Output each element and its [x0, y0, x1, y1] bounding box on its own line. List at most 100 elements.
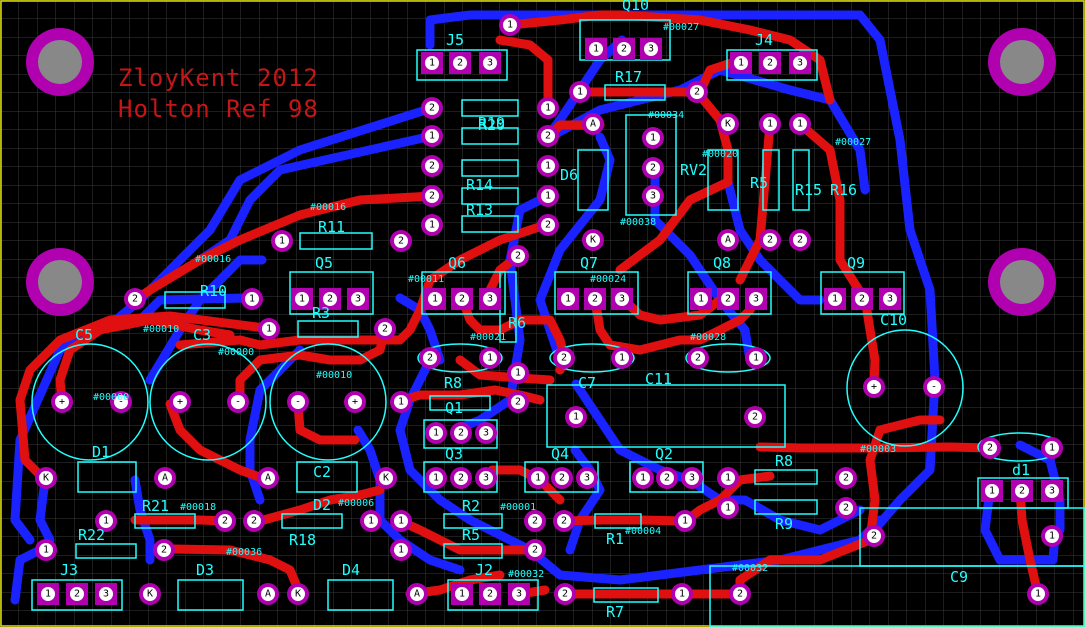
net-label: #00011	[408, 274, 444, 285]
pad-drill	[394, 234, 408, 248]
component-label: Q8	[713, 254, 731, 272]
component-label: R8	[444, 374, 462, 392]
pad: 1	[611, 347, 633, 369]
pad-label: A	[590, 119, 596, 130]
pad: 2	[835, 467, 857, 489]
pad-label: 2	[532, 516, 538, 527]
pad: 1	[717, 467, 739, 489]
net-label: #00010	[316, 370, 352, 381]
pad: -	[923, 376, 945, 398]
pad-label: 2	[664, 473, 670, 484]
pad-drill	[378, 322, 392, 336]
pad-label: 3	[483, 428, 489, 439]
net-label: #00032	[508, 569, 544, 580]
pad: 2	[507, 245, 529, 267]
pad-label: 1	[753, 353, 759, 364]
pad: 1	[35, 539, 57, 561]
pad-drill	[425, 189, 439, 203]
pad: 2	[450, 422, 472, 444]
pad-drill	[586, 117, 600, 131]
pad-drill	[721, 292, 735, 306]
pad-drill	[839, 501, 853, 515]
pad: 1	[507, 362, 529, 384]
pad-label: 2	[987, 443, 993, 454]
pad: 2	[613, 38, 635, 60]
pad-drill	[394, 514, 408, 528]
pad: 1	[557, 288, 579, 310]
pad-drill	[429, 471, 443, 485]
pad: 1	[241, 288, 263, 310]
pad: 1	[759, 113, 781, 135]
pad-drill	[678, 514, 692, 528]
pad-label: 1	[429, 220, 435, 231]
pad: 1	[537, 155, 559, 177]
pad-label: 3	[355, 294, 361, 305]
pad: A	[257, 467, 279, 489]
pad-label: 1	[433, 428, 439, 439]
pad: 3	[95, 583, 117, 605]
pad-drill	[261, 471, 275, 485]
component-label: Q2	[655, 445, 673, 463]
pad: 2	[419, 347, 441, 369]
net-label: #00004	[625, 526, 661, 537]
net-label: #00003	[860, 444, 896, 455]
component-label: Q10	[622, 0, 649, 14]
pad-label: +	[352, 397, 358, 408]
pad: 3	[611, 288, 633, 310]
pad-label: 2	[459, 294, 465, 305]
pad-label: 1	[429, 131, 435, 142]
pad-label: 2	[161, 545, 167, 556]
component-label: J5	[446, 31, 464, 49]
pad: 2	[153, 539, 175, 561]
pad-label: 1	[698, 294, 704, 305]
pad-label: 1	[398, 397, 404, 408]
pad-drill	[646, 161, 660, 175]
pad-drill	[262, 322, 276, 336]
pad-label: A	[725, 235, 731, 246]
pad-drill	[541, 101, 555, 115]
pad-label: 1	[989, 486, 995, 497]
pad-drill	[429, 426, 443, 440]
pad: A	[257, 583, 279, 605]
component-label: R20	[478, 116, 505, 134]
pad-drill	[348, 395, 362, 409]
pad: 2	[584, 288, 606, 310]
pad-drill	[557, 351, 571, 365]
component-label: R6	[508, 314, 526, 332]
pad: 1	[981, 480, 1003, 502]
pad: 1	[424, 288, 446, 310]
net-label: #00027	[663, 22, 699, 33]
pad-label: 3	[584, 473, 590, 484]
pad: 1	[569, 81, 591, 103]
pad-drill	[528, 543, 542, 557]
pad-drill	[511, 366, 525, 380]
pad-label: 2	[1019, 486, 1025, 497]
pad: 3	[1041, 480, 1063, 502]
pad: +	[344, 391, 366, 413]
pad-label: 1	[650, 133, 656, 144]
pad-label: 2	[222, 516, 228, 527]
pad-label: 3	[887, 294, 893, 305]
pad: 2	[687, 347, 709, 369]
pad-drill	[749, 292, 763, 306]
component-label: D2	[313, 496, 331, 514]
pad-drill	[867, 529, 881, 543]
pad-label: 2	[767, 235, 773, 246]
pad: 2	[759, 52, 781, 74]
pad: 1	[565, 406, 587, 428]
pad: 1	[37, 583, 59, 605]
pad-drill	[39, 543, 53, 557]
component-label: R3	[312, 304, 330, 322]
pad: 2	[421, 97, 443, 119]
pad-drill	[394, 395, 408, 409]
pad-drill	[454, 426, 468, 440]
pad-label: 1	[682, 516, 688, 527]
pad-drill	[855, 292, 869, 306]
pad: 2	[243, 510, 265, 532]
component-label: C2	[313, 463, 331, 481]
pad-label: 1	[299, 294, 305, 305]
pad: 1	[537, 97, 559, 119]
component-label: Q4	[551, 445, 569, 463]
pad-drill	[291, 395, 305, 409]
